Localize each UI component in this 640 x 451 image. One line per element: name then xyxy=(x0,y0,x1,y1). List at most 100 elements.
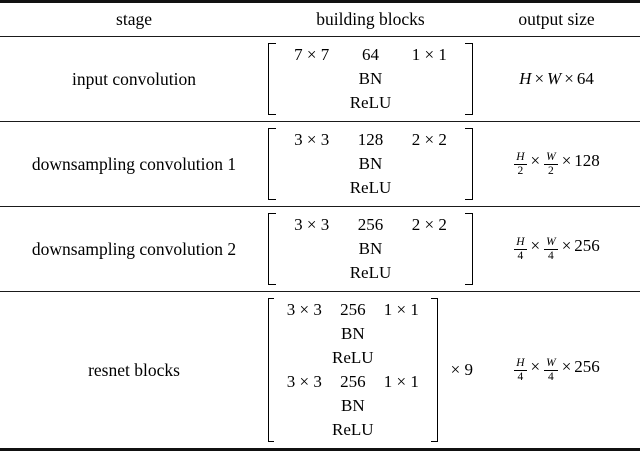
fraction-denominator: 4 xyxy=(517,249,524,262)
spacer xyxy=(281,346,327,370)
times-symbol-icon: × xyxy=(530,357,541,377)
spacer xyxy=(378,346,424,370)
matrix: 7 × 7 64 1 × 1 BN ReLU xyxy=(268,43,473,115)
spacer xyxy=(400,67,458,91)
norm-label: BN xyxy=(358,69,383,88)
bracket-left-icon xyxy=(268,43,276,115)
matrix: 3 × 3 256 1 × 1 BN ReLU xyxy=(268,298,473,442)
matrix-row: 3 × 3 256 1 × 1 xyxy=(281,370,424,394)
stage-name: downsampling convolution 2 xyxy=(0,206,268,292)
conv-stride: 2 × 2 xyxy=(411,215,447,234)
conv-stride: 1 × 1 xyxy=(411,45,447,64)
times-symbol-icon: × xyxy=(534,69,545,88)
bracket-right-icon xyxy=(465,43,473,115)
activation-label: ReLU xyxy=(349,263,392,282)
table-row: input convolution 7 × 7 64 1 × 1 xyxy=(0,36,640,122)
spacer xyxy=(400,176,458,200)
matrix-row: 3 × 3 256 2 × 2 xyxy=(283,213,459,237)
spacer xyxy=(378,394,424,418)
conv-channels: 128 xyxy=(357,130,384,149)
column-header-output-size: output size xyxy=(473,0,640,37)
building-blocks-cell: 3 × 3 256 1 × 1 BN ReLU xyxy=(268,291,473,451)
matrix-row: BN xyxy=(283,237,459,261)
spacer xyxy=(400,261,458,285)
fraction-numerator: W xyxy=(544,357,558,371)
times-symbol-icon: × xyxy=(564,69,574,88)
spacer xyxy=(281,394,327,418)
times-symbol-icon: × xyxy=(530,151,541,171)
spacer xyxy=(283,67,341,91)
bracket-right-icon xyxy=(431,298,438,442)
fraction-denominator: 2 xyxy=(517,164,524,177)
output-width: W xyxy=(547,69,562,88)
activation-label: ReLU xyxy=(349,178,392,197)
spacer xyxy=(283,91,341,115)
spacer xyxy=(378,322,424,346)
bracket-right-icon xyxy=(465,213,473,285)
times-symbol-icon: × xyxy=(561,357,572,377)
output-channels: 256 xyxy=(574,236,600,256)
conv-stride: 1 × 1 xyxy=(383,300,419,319)
matrix-body: 3 × 3 128 2 × 2 BN ReLU xyxy=(283,128,459,200)
output-height: H xyxy=(519,69,532,88)
matrix-body: 3 × 3 256 1 × 1 BN ReLU xyxy=(281,298,424,442)
column-header-stage: stage xyxy=(0,0,268,37)
bracket-left-icon xyxy=(268,128,276,200)
fraction-denominator: 4 xyxy=(517,370,524,383)
fraction-denominator: 4 xyxy=(548,370,554,383)
column-header-building-blocks: building blocks xyxy=(268,0,473,37)
output-channels: 256 xyxy=(574,357,600,377)
bracket-left-icon xyxy=(268,298,275,442)
spacer xyxy=(400,152,458,176)
stage-name: input convolution xyxy=(0,36,268,122)
times-symbol-icon: × xyxy=(561,236,572,256)
stage-name: downsampling convolution 1 xyxy=(0,121,268,207)
output-channels: 64 xyxy=(576,69,594,88)
spacer xyxy=(283,261,341,285)
building-blocks-cell: 3 × 3 128 2 × 2 BN ReLU xyxy=(268,121,473,207)
spacer xyxy=(400,91,458,115)
norm-label-2: BN xyxy=(341,396,365,415)
spacer xyxy=(283,176,341,200)
spacer xyxy=(281,322,327,346)
matrix-row: ReLU xyxy=(283,261,459,285)
norm-label: BN xyxy=(341,324,365,343)
conv-channels-2: 256 xyxy=(340,372,366,391)
fraction-numerator: H xyxy=(514,357,527,371)
matrix-row: BN xyxy=(283,67,459,91)
fraction-denominator: 4 xyxy=(548,249,554,262)
fraction-numerator: W xyxy=(544,151,558,165)
conv-kernel: 3 × 3 xyxy=(294,215,330,234)
times-symbol-icon: × xyxy=(561,151,572,171)
output-channels: 128 xyxy=(574,151,600,171)
matrix-row: BN xyxy=(281,394,424,418)
norm-label: BN xyxy=(358,239,383,258)
output-size-cell: H×W×64 xyxy=(473,36,640,122)
norm-label: BN xyxy=(358,154,383,173)
conv-channels: 256 xyxy=(357,215,384,234)
activation-label: ReLU xyxy=(332,348,374,367)
spacer xyxy=(283,152,341,176)
activation-label: ReLU xyxy=(349,93,392,112)
table-row: resnet blocks 3 × 3 256 1 × 1 xyxy=(0,291,640,451)
fraction-numerator: W xyxy=(544,236,558,250)
conv-stride: 2 × 2 xyxy=(411,130,447,149)
table-row: downsampling convolution 2 3 × 3 256 2 ×… xyxy=(0,206,640,292)
matrix-row: BN xyxy=(281,322,424,346)
spacer xyxy=(283,237,341,261)
block-repeat-multiplier: × 9 xyxy=(450,360,473,379)
conv-stride-2: 1 × 1 xyxy=(383,372,419,391)
fraction-denominator: 2 xyxy=(548,164,554,177)
